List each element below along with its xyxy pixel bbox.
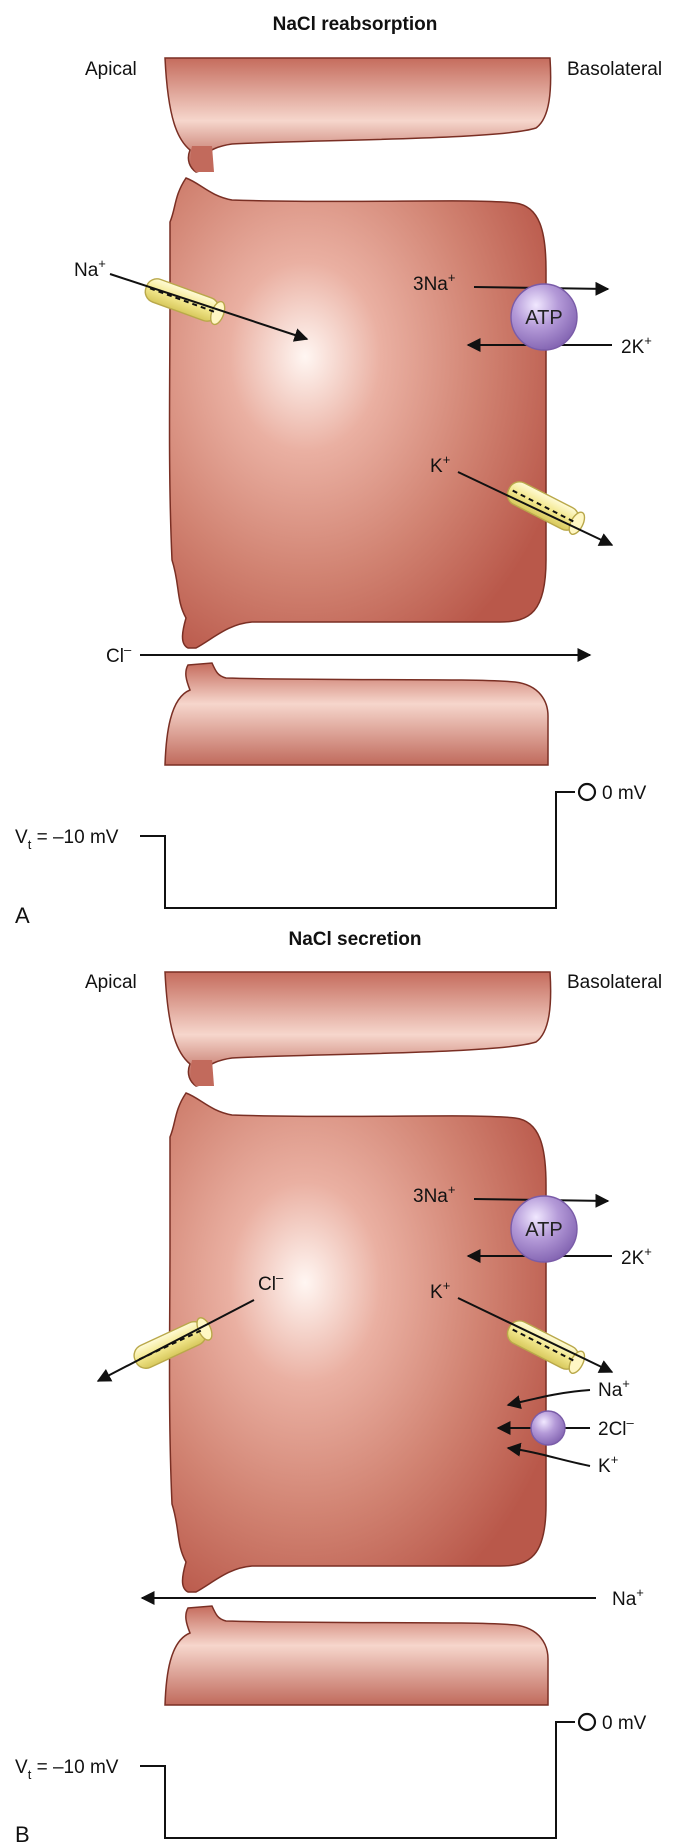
- panel-b-voltage-profile: 0 mV Vt = –10 mV: [15, 1712, 647, 1839]
- panel-a-2k-label: 2K+: [621, 333, 652, 358]
- panel-a-basolateral-label: Basolateral: [567, 59, 662, 80]
- panel-a-apical-label: Apical: [85, 59, 137, 80]
- ion-channel-icon: [506, 481, 586, 535]
- panel-a-bottom-cell: [164, 662, 549, 766]
- panel-a-na-channel: Na+: [74, 256, 309, 342]
- panel-b-cl-channel: Cl–: [96, 1270, 284, 1382]
- panel-a-atp-label: ATP: [525, 307, 562, 329]
- atp-pump-icon: [510, 1195, 578, 1263]
- panel-b-apical-label: Apical: [85, 972, 137, 993]
- panel-a: NaCl reabsorption Apical Basolateral Na+…: [15, 14, 662, 928]
- panel-b-na-label: Na+: [612, 1585, 644, 1610]
- panel-a-k-channel: K+: [430, 452, 614, 546]
- panel-b-top-cell-foot: [190, 1060, 214, 1086]
- panel-a-top-cell-foot: [190, 146, 214, 172]
- panel-b-2k-label: 2K+: [621, 1244, 652, 1269]
- panel-b-basolateral-label: Basolateral: [567, 972, 662, 993]
- panel-b-letter: B: [15, 1822, 30, 1847]
- panel-a-na-k-pump: ATP 3Na+ 2K+: [413, 270, 652, 358]
- panel-a-3na-label: 3Na+: [413, 270, 455, 295]
- panel-a-top-cell: [164, 57, 552, 173]
- panel-b-0mv-label: 0 mV: [602, 1713, 647, 1734]
- panel-b-3na-label: 3Na+: [413, 1182, 455, 1207]
- panel-b-nkcc-cotransporter: Na+ 2Cl– K+: [496, 1376, 635, 1477]
- panel-b-na-k-pump: ATP 3Na+ 2K+: [413, 1182, 652, 1269]
- panel-b: NaCl secretion Apical Basolateral Cl– AT…: [15, 929, 662, 1847]
- panel-a-main-cell: [168, 177, 547, 649]
- panel-b-nkcc-k-label: K+: [598, 1452, 618, 1477]
- panel-a-paracellular-cl: Cl–: [106, 642, 592, 667]
- panel-b-top-cell: [164, 971, 552, 1087]
- panel-b-k-channel: K+: [430, 1278, 614, 1374]
- panel-b-title: NaCl secretion: [288, 929, 421, 950]
- panel-b-bottom-cell: [164, 1605, 549, 1706]
- panel-a-title: NaCl reabsorption: [273, 14, 438, 35]
- panel-a-k-label: K+: [430, 452, 450, 477]
- panel-b-paracellular-na: Na+: [140, 1585, 644, 1610]
- panel-b-k-label: K+: [430, 1278, 450, 1303]
- electrode-icon: [577, 1712, 597, 1732]
- panel-b-nkcc-cl-label: 2Cl–: [598, 1415, 635, 1440]
- panel-a-na-label: Na+: [74, 256, 106, 281]
- panel-a-vt-label: Vt = –10 mV: [15, 827, 119, 852]
- panel-a-letter: A: [15, 903, 30, 928]
- panel-b-vt-label: Vt = –10 mV: [15, 1757, 119, 1782]
- panel-a-0mv-label: 0 mV: [602, 783, 647, 804]
- electrode-icon: [577, 782, 597, 802]
- cotransporter-icon: [530, 1410, 566, 1446]
- panel-b-cl-label: Cl–: [258, 1270, 284, 1295]
- panel-b-main-cell: [168, 1092, 547, 1593]
- panel-a-voltage-profile: 0 mV Vt = –10 mV: [15, 782, 647, 909]
- atp-pump-icon: [510, 283, 578, 351]
- panel-a-cl-label: Cl–: [106, 642, 132, 667]
- panel-b-nkcc-na-label: Na+: [598, 1376, 630, 1401]
- panel-b-atp-label: ATP: [525, 1219, 562, 1241]
